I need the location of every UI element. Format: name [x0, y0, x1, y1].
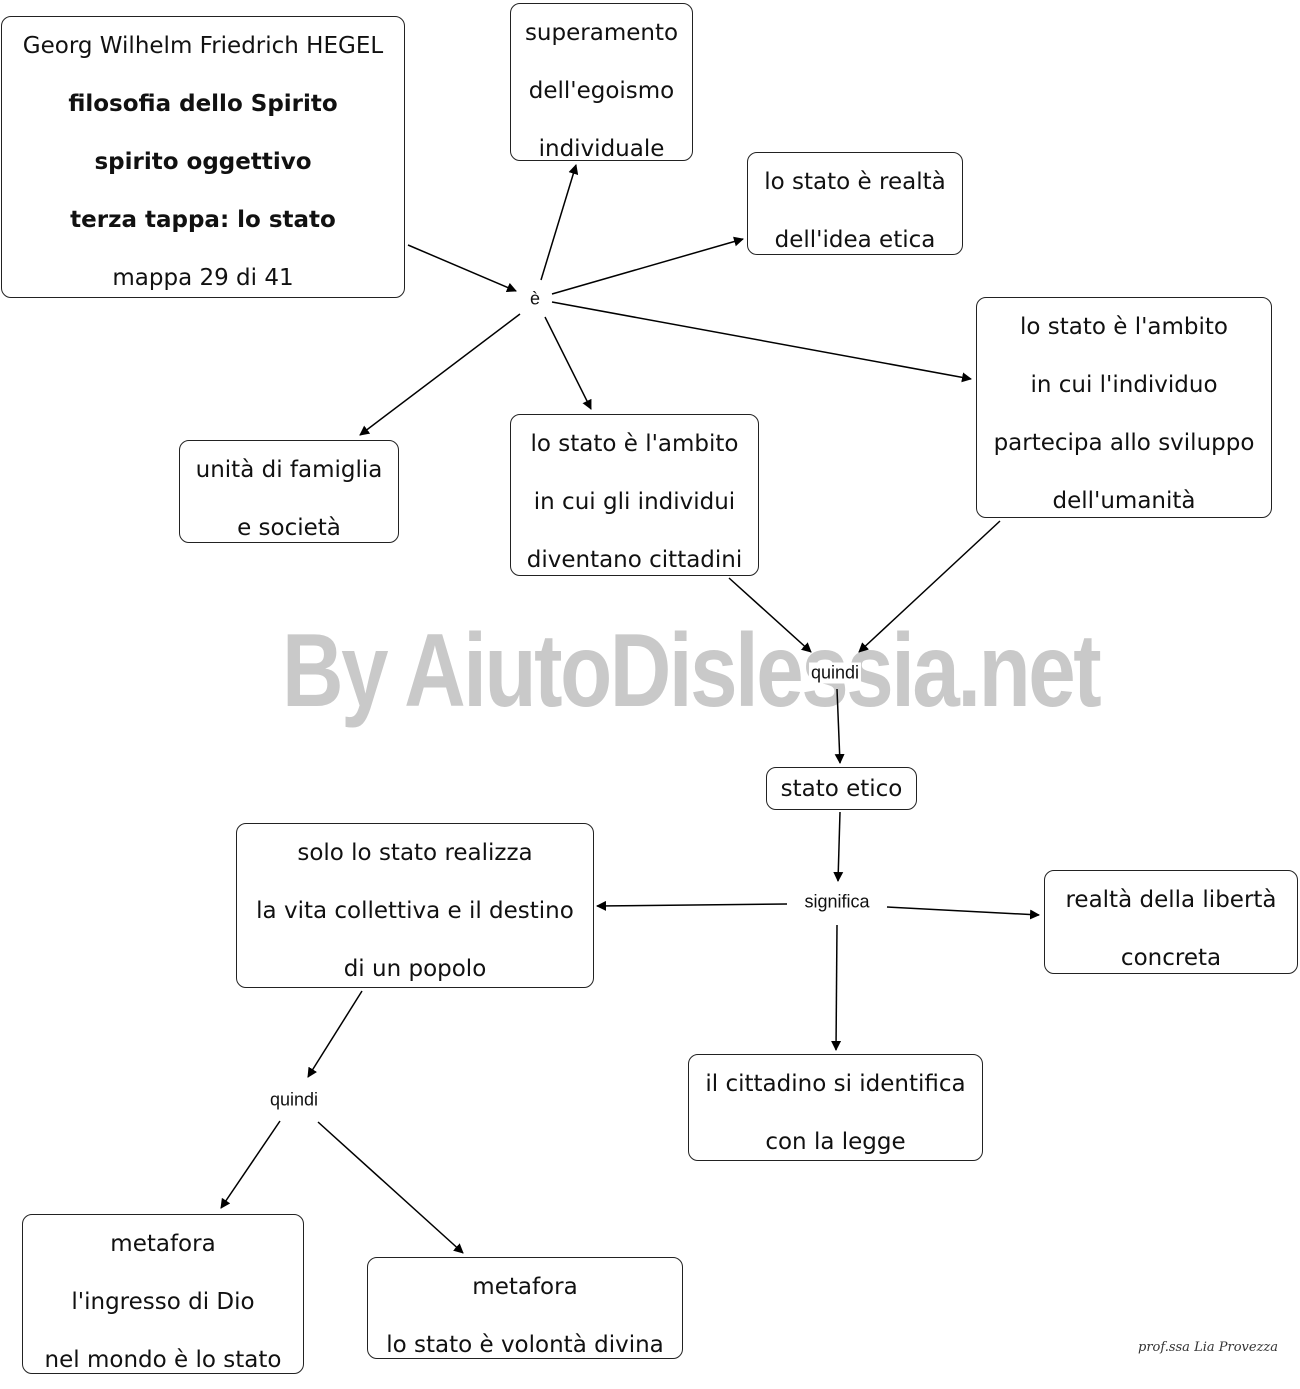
concept-line: metafora — [472, 1274, 578, 1300]
concept-line: concreta — [1120, 945, 1222, 971]
concept-line: nel mondo è lo stato — [44, 1347, 282, 1373]
arrow-title-to-e — [407, 244, 517, 293]
concept-vita-collettiva: solo lo stato realizza la vita collettiv… — [236, 823, 594, 988]
arrow-significa-to-liberta — [886, 906, 1040, 920]
arrow-e-to-ambito-individuo — [551, 301, 972, 383]
concept-line: superamento — [524, 20, 679, 46]
concept-line: metafora — [110, 1231, 216, 1257]
concept-metafora-volonta: metafora lo stato è volontà divina — [367, 1257, 683, 1359]
concept-line: il cittadino si identifica — [705, 1071, 966, 1097]
concept-line: stato etico — [780, 776, 903, 802]
arrow-e-to-unita — [359, 313, 521, 436]
concept-superamento: superamento dell'egoismo individuale — [510, 3, 693, 162]
concept-cittadino-legge: il cittadino si identifica con la legge — [688, 1054, 983, 1161]
concept-line: lo stato è volontà divina — [386, 1332, 664, 1358]
stage-title: terza tappa: lo stato — [70, 207, 336, 233]
concept-line: diventano cittadini — [526, 547, 743, 573]
subtopic-title: spirito oggettivo — [94, 149, 312, 175]
concept-line: realtà della libertà — [1065, 887, 1277, 913]
link-significa: significa — [802, 891, 872, 913]
concept-ambito-individuo: lo stato è l'ambito in cui l'individuo p… — [976, 297, 1272, 518]
concept-line: la vita collettiva e il destino — [256, 898, 574, 924]
author-name: Georg Wilhelm Friedrich HEGEL — [22, 33, 384, 59]
link-e: è — [527, 288, 543, 310]
topic-title: filosofia dello Spirito — [68, 91, 338, 117]
arrow-e-to-realta — [551, 236, 744, 295]
concept-line: e società — [237, 515, 341, 541]
concept-line: partecipa allo sviluppo — [993, 430, 1255, 456]
concept-line: di un popolo — [343, 956, 487, 982]
arrow-stato-etico-to-significa — [833, 811, 844, 882]
arrow-quindi-to-stato-etico — [834, 688, 845, 764]
arrow-cittadini-to-quindi — [728, 577, 812, 653]
arrow-quindi-to-metafora-volonta — [317, 1121, 464, 1254]
arrow-quindi-to-metafora-dio — [220, 1120, 281, 1209]
concept-ambito-cittadini: lo stato è l'ambito in cui gli individui… — [510, 414, 759, 576]
concept-line: lo stato è realtà — [764, 169, 946, 195]
concept-line: individuale — [538, 136, 665, 162]
concept-line: dell'umanità — [1052, 488, 1196, 514]
concept-line: lo stato è l'ambito — [1019, 314, 1229, 340]
concept-liberta-concreta: realtà della libertà concreta — [1044, 870, 1298, 974]
map-index: mappa 29 di 41 — [112, 265, 294, 291]
arrow-significa-to-vita — [596, 900, 788, 911]
link-quindi-bottom: quindi — [267, 1089, 321, 1111]
arrow-individuo-to-quindi — [858, 520, 1001, 653]
concept-line: lo stato è l'ambito — [530, 431, 739, 457]
arrow-significa-to-cittadino — [831, 924, 842, 1051]
arrow-vita-to-quindi — [307, 990, 363, 1078]
concept-line: l'ingresso di Dio — [71, 1289, 255, 1315]
arrow-e-to-superamento — [540, 164, 579, 281]
concept-line: unità di famiglia — [195, 457, 383, 483]
author-signature: prof.ssa Lia Provezza — [1138, 1340, 1279, 1355]
title-box: Georg Wilhelm Friedrich HEGEL filosofia … — [1, 16, 405, 298]
concept-metafora-dio: metafora l'ingresso di Dio nel mondo è l… — [22, 1214, 304, 1374]
link-quindi-top: quindi — [808, 662, 862, 684]
concept-line: dell'egoismo — [528, 78, 675, 104]
concept-line: dell'idea etica — [774, 227, 936, 253]
concept-line: in cui gli individui — [533, 489, 736, 515]
concept-line: solo lo stato realizza — [297, 840, 533, 866]
concept-realta-idea-etica: lo stato è realtà dell'idea etica — [747, 152, 963, 255]
concept-unita-famiglia: unità di famiglia e società — [179, 440, 399, 543]
concept-line: con la legge — [765, 1129, 906, 1155]
concept-line: in cui l'individuo — [1030, 372, 1218, 398]
concept-stato-etico: stato etico — [766, 767, 917, 810]
arrow-e-to-ambito-cittadini — [544, 316, 592, 410]
